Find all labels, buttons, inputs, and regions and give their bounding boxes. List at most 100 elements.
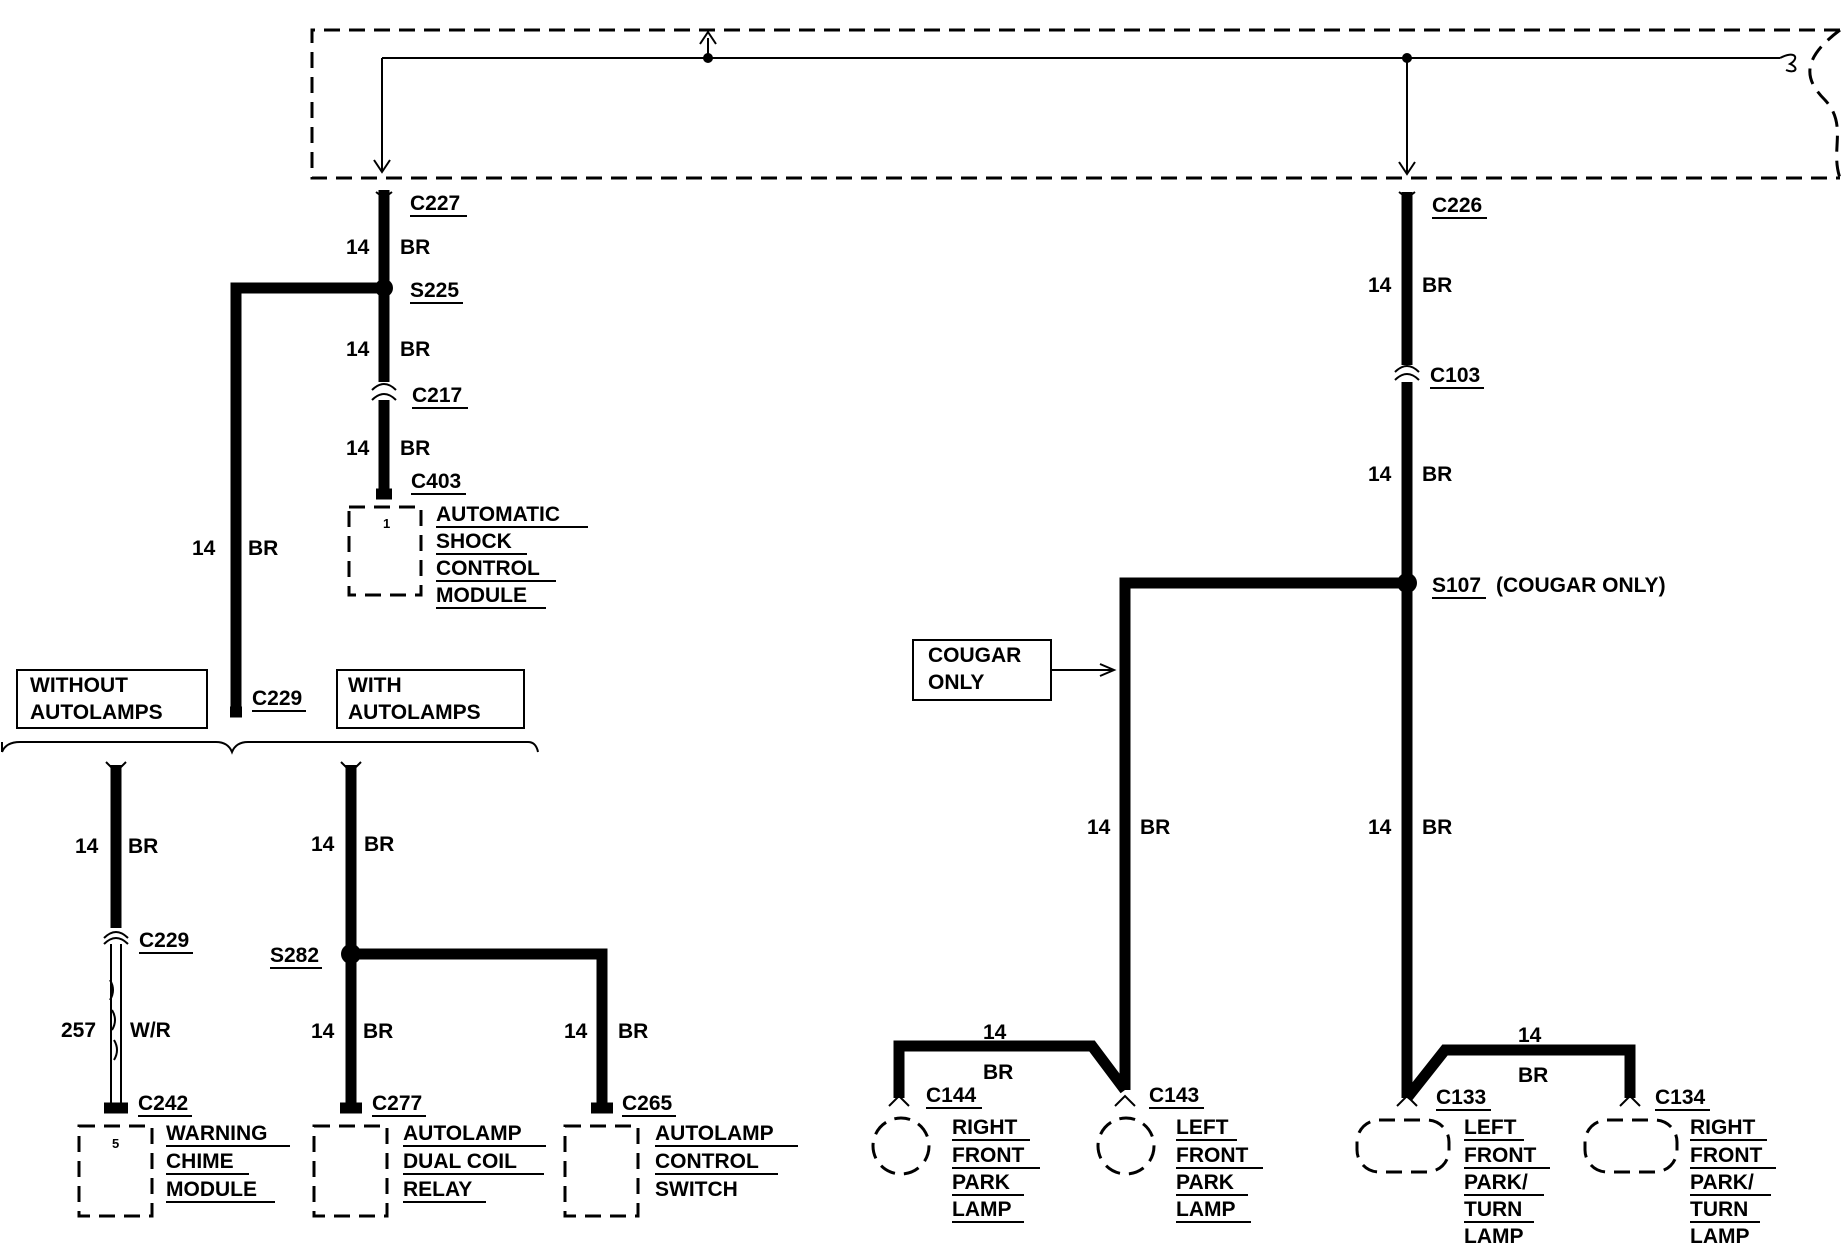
wire-color: BR	[1422, 463, 1452, 486]
wire-labels: 14 BR 14 BR 14 BR 14 BR 14 BR 14 BR 257 …	[61, 236, 1548, 1087]
wire-gauge: 14	[564, 1020, 588, 1043]
lf-park-lamp-label: FRONT	[1176, 1144, 1248, 1167]
wire-color: BR	[400, 236, 430, 259]
connector-c133: C133	[1436, 1086, 1486, 1109]
splice-s107-note: (COUGAR ONLY)	[1496, 574, 1666, 597]
shock-module-box	[347, 505, 423, 597]
splice-s282-dot	[341, 944, 361, 964]
chime-module-label: WARNING	[166, 1122, 268, 1145]
connector-c242: C242	[138, 1092, 188, 1115]
wire-gauge: 14	[1087, 816, 1111, 839]
wire-color: BR	[1422, 816, 1452, 839]
switch-label: AUTOLAMP	[655, 1122, 774, 1145]
switch-label: CONTROL	[655, 1150, 759, 1173]
lf-turn-lamp-label: FRONT	[1464, 1144, 1536, 1167]
rf-turn-lamp-label: PARK/	[1690, 1171, 1754, 1194]
splice-s225-dot	[375, 279, 393, 297]
rf-park-lamp-symbol	[871, 1116, 931, 1176]
lf-turn-lamp-label: TURN	[1464, 1198, 1522, 1221]
cougar-only-line1: COUGAR	[928, 644, 1021, 667]
connector-c229-top: C229	[252, 687, 302, 710]
splice-s107-dot	[1397, 573, 1417, 593]
wire-color: BR	[128, 835, 158, 858]
wire-gauge: 14	[1368, 463, 1392, 486]
with-autolamps-line1: WITH	[348, 674, 402, 697]
wire-gauge: 14	[346, 338, 370, 361]
wire-gauge: 14	[75, 835, 99, 858]
rf-turn-lamp-label: RIGHT	[1690, 1116, 1756, 1139]
wire-color: BR	[618, 1020, 648, 1043]
wire-alt-color: W/R	[130, 1019, 171, 1042]
wire-gauge: 14	[346, 236, 370, 259]
rf-turn-lamp-label: LAMP	[1690, 1225, 1750, 1248]
connector-c143: C143	[1149, 1084, 1199, 1107]
lf-turn-lamp-label: PARK/	[1464, 1171, 1528, 1194]
connector-c227: C227	[410, 192, 460, 215]
pin-shock-module: 1	[383, 516, 390, 531]
wire-gauge: 14	[311, 1020, 335, 1043]
without-autolamps-line1: WITHOUT	[30, 674, 128, 697]
option-brace	[1, 741, 539, 755]
wire-color: BR	[1518, 1064, 1548, 1087]
wire-gauge: 14	[983, 1021, 1007, 1044]
relay-box	[312, 1124, 389, 1218]
wire-color: BR	[248, 537, 278, 560]
connector-labels: C227 S225 C217 C403 C229 C229 C242 S282 …	[138, 192, 1710, 1117]
connector-c229-bottom: C229	[139, 929, 189, 952]
connector-c103: C103	[1430, 364, 1480, 387]
splice-s282: S282	[270, 944, 319, 967]
rf-turn-lamp-label: TURN	[1690, 1198, 1748, 1221]
lf-park-lamp-label: PARK	[1176, 1171, 1234, 1194]
connector-c277: C277	[372, 1092, 422, 1115]
left-harness	[230, 190, 397, 718]
lf-turn-lamp-label: LEFT	[1464, 1116, 1517, 1139]
option-labels: WITHOUT AUTOLAMPS WITH AUTOLAMPS COUGAR …	[30, 644, 1021, 724]
wire-color: BR	[364, 833, 394, 856]
wire-color: BR	[400, 437, 430, 460]
right-harness	[888, 191, 1641, 1107]
top-component-box	[310, 28, 1842, 180]
lf-park-lamp-symbol	[1096, 1116, 1156, 1176]
wire-color: BR	[1422, 274, 1452, 297]
components	[77, 505, 1679, 1218]
cougar-only-line2: ONLY	[928, 671, 984, 694]
connector-c144: C144	[926, 1084, 977, 1107]
wire-gauge: 14	[192, 537, 216, 560]
rf-turn-lamp-symbol	[1583, 1118, 1679, 1174]
option-boxes	[16, 639, 1052, 729]
lf-turn-lamp-symbol	[1355, 1118, 1451, 1174]
without-autolamps-line2: AUTOLAMPS	[30, 701, 163, 724]
wire-gauge: 14	[1368, 816, 1392, 839]
rf-park-lamp-label: PARK	[952, 1171, 1010, 1194]
wire-gauge: 14	[311, 833, 335, 856]
wire-gauge: 14	[1368, 274, 1392, 297]
shock-module-label: AUTOMATIC	[436, 503, 560, 526]
wire-gauge: 14	[1518, 1024, 1542, 1047]
lf-park-lamp-label: LAMP	[1176, 1198, 1236, 1221]
connector-c217: C217	[412, 384, 462, 407]
wire-color: BR	[363, 1020, 393, 1043]
pin-chime-module: 5	[112, 1136, 119, 1151]
relay-label: RELAY	[403, 1178, 472, 1201]
wire-alt-gauge: 257	[61, 1019, 96, 1042]
switch-label: SWITCH	[655, 1178, 738, 1201]
chime-module-label: CHIME	[166, 1150, 234, 1173]
wire-gauge: 14	[346, 437, 370, 460]
connector-c403: C403	[411, 470, 461, 493]
rf-turn-lamp-label: FRONT	[1690, 1144, 1762, 1167]
with-autolamps-line2: AUTOLAMPS	[348, 701, 481, 724]
connector-c226: C226	[1432, 194, 1482, 217]
with-autolamps-branch	[340, 761, 613, 1114]
relay-label: AUTOLAMP	[403, 1122, 522, 1145]
lf-park-lamp-label: LEFT	[1176, 1116, 1229, 1139]
rf-park-lamp-label: FRONT	[952, 1144, 1024, 1167]
wire-color: BR	[983, 1061, 1013, 1084]
relay-label: DUAL COIL	[403, 1150, 517, 1173]
connector-c265: C265	[622, 1092, 673, 1115]
shock-module-label: CONTROL	[436, 557, 540, 580]
chime-module-box	[77, 1124, 154, 1218]
without-autolamps-branch	[103, 761, 129, 1114]
wire-color: BR	[1140, 816, 1170, 839]
splice-s225: S225	[410, 279, 459, 302]
